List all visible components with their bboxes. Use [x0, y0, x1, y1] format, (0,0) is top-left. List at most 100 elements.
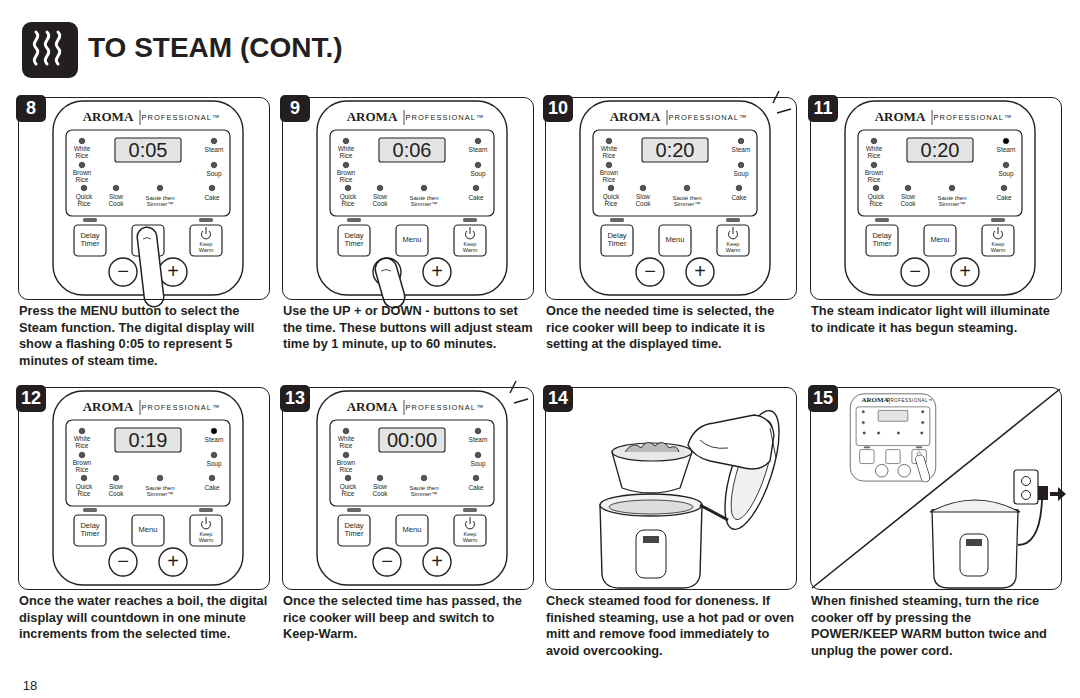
step-caption: Check steamed food for doneness. If fini… [546, 593, 796, 660]
control-label: Delay Timer [340, 232, 368, 248]
control-label: Slow Cook [369, 484, 391, 498]
power-icon [994, 227, 1003, 239]
button-led [83, 508, 97, 512]
indicator-led [81, 475, 87, 481]
control-label: Cake [468, 485, 483, 492]
control-label: Sauté then Simmer™ [404, 485, 444, 498]
cooker-body [932, 510, 1018, 588]
control-label: Menu [931, 236, 950, 244]
indicator-led [862, 421, 865, 424]
socket [1022, 491, 1031, 500]
step-number: 11 [808, 95, 838, 122]
button [717, 225, 749, 256]
round-button [951, 258, 979, 286]
control-label: Slow Cook [105, 194, 127, 208]
control-label: − [644, 261, 656, 282]
step-number: 10 [543, 95, 573, 122]
display-digits: 00:00 [387, 430, 437, 451]
indicator-led [640, 185, 646, 191]
brand-text: PROFESSIONAL™ [406, 114, 485, 122]
control-face [580, 101, 770, 295]
control-label: Quick Rice [73, 484, 95, 498]
beep-marks [773, 91, 791, 113]
control-panel [580, 91, 791, 295]
mode-panel [856, 407, 930, 446]
control-label: − [117, 261, 129, 282]
control-label: Delay Timer [603, 232, 631, 248]
round-button [109, 548, 137, 576]
control-label: + [167, 261, 179, 282]
round-button [636, 258, 664, 286]
button-led [726, 218, 740, 222]
page-title: TO STEAM (CONT.) [88, 32, 343, 64]
button [396, 515, 428, 546]
mode-panel [858, 130, 1022, 216]
control-label: Menu [666, 236, 685, 244]
steamed-food [625, 442, 679, 452]
control-label: Delay Timer [76, 522, 104, 538]
round-button [901, 258, 929, 286]
control-label: Quick Rice [600, 194, 622, 208]
button [886, 450, 900, 464]
control-label: Sauté then Simmer™ [932, 195, 972, 208]
small-display [966, 539, 982, 546]
indicator-led [81, 185, 87, 191]
control-label: Slow Cook [105, 484, 127, 498]
brand-text: PROFESSIONAL™ [406, 404, 485, 412]
indicator-led [79, 428, 85, 434]
finger [920, 460, 925, 478]
indicator-led [79, 452, 85, 458]
step-caption: Press the MENU button to select the Stea… [19, 303, 269, 370]
indicator-led [738, 162, 744, 168]
indicator-led [1001, 185, 1007, 191]
step-caption: Use the UP + or DOWN - buttons to set th… [283, 303, 533, 353]
button-led [463, 508, 477, 512]
step-number: 14 [543, 385, 573, 412]
divider [140, 110, 141, 125]
control-face [850, 394, 936, 481]
cooker-lid [930, 500, 1020, 512]
brand-text: PROFESSIONAL™ [142, 114, 221, 122]
button [982, 225, 1014, 256]
divider [404, 110, 405, 125]
button [74, 515, 106, 546]
indicator-led [921, 411, 924, 414]
button [190, 515, 222, 546]
indicator-led [209, 185, 215, 191]
finger [147, 237, 154, 297]
control-face [845, 101, 1035, 295]
brand-text: AROMA [861, 397, 888, 404]
indicator-led [877, 432, 880, 435]
indicator-led [871, 138, 877, 144]
indicator-led [873, 185, 879, 191]
indicator-led [606, 138, 612, 144]
control-face [317, 391, 507, 585]
control-label: Sauté then Simmer™ [404, 195, 444, 208]
control-label: + [959, 261, 971, 282]
control-label: Steam [469, 147, 488, 154]
button [190, 225, 222, 256]
control-label: Keep Warm [457, 532, 483, 544]
display-digits: 0:20 [921, 140, 960, 161]
indicator-led [211, 138, 217, 144]
indicator-led [606, 162, 612, 168]
control-label: Brown Rice [70, 170, 94, 184]
round-button [423, 258, 451, 286]
indicator-led [863, 432, 866, 435]
display [907, 138, 973, 162]
step-panel: 8Press the MENU button to select the Ste… [18, 97, 270, 300]
indicator-led [475, 162, 481, 168]
brand-text: AROMA [83, 110, 134, 124]
control-label: Delay Timer [868, 232, 896, 248]
control-label: Keep Warm [457, 242, 483, 254]
control-panel [53, 101, 243, 297]
button-led [463, 218, 477, 222]
indicator-led [113, 475, 119, 481]
step-caption: Once the needed time is selected, the ri… [546, 303, 796, 353]
control-label: Keep Warm [193, 242, 219, 254]
control-label: Quick Rice [73, 194, 95, 208]
hinge [700, 505, 728, 520]
brand-text: AROMA [610, 110, 661, 124]
control-label: Keep Warm [985, 242, 1011, 254]
brand-text: AROMA [83, 400, 134, 414]
